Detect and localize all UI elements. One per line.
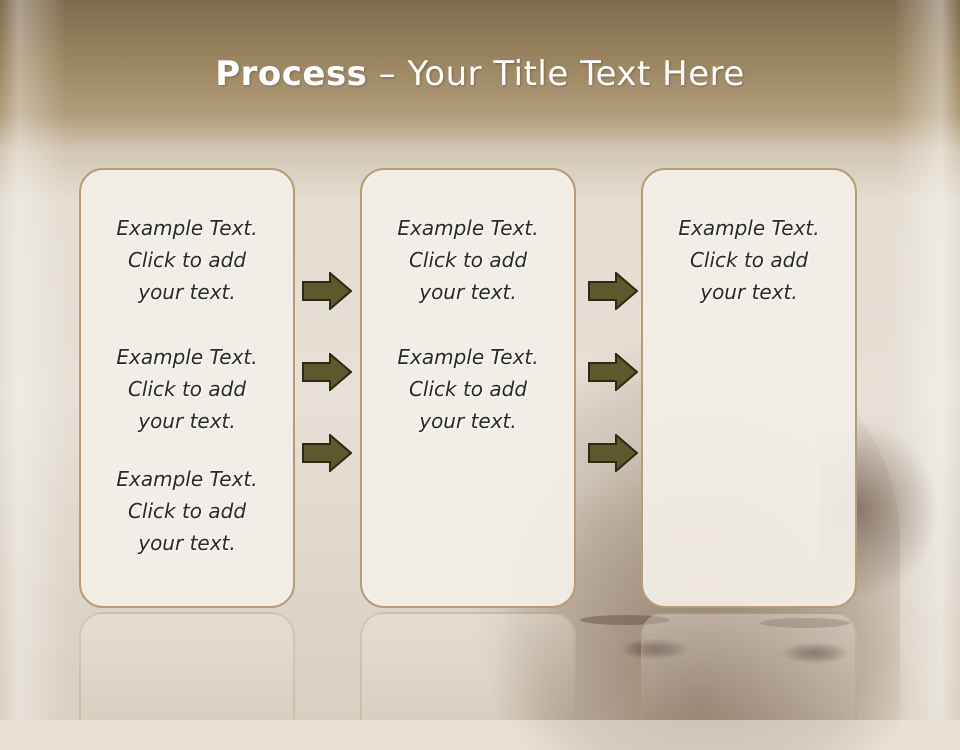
title-rest: – Your Title Text Here [367, 54, 745, 94]
placeholder-text[interactable]: Example Text. Click to add your text. [397, 216, 539, 304]
placeholder-text[interactable]: Example Text. Click to add your text. [116, 216, 258, 304]
placeholder-text[interactable]: Example Text. Click to add your text. [116, 467, 258, 555]
right-arrow-icon [302, 272, 352, 310]
background-brow-left [580, 615, 670, 625]
process-panel-1[interactable]: Example Text. Click to add your text. Ex… [79, 168, 295, 608]
slide-title[interactable]: Process – Your Title Text Here [0, 54, 960, 94]
right-arrow-icon [302, 353, 352, 391]
background-brow-right [760, 618, 850, 628]
process-panel-2[interactable]: Example Text. Click to add your text. Ex… [360, 168, 576, 608]
panel-reflection [641, 612, 857, 720]
right-arrow-icon [302, 434, 352, 472]
right-arrow-icon [588, 353, 638, 391]
process-panel-3[interactable]: Example Text. Click to add your text. [641, 168, 857, 608]
panel-reflection [360, 612, 576, 720]
placeholder-text[interactable]: Example Text. Click to add your text. [397, 345, 539, 433]
panel-reflection [79, 612, 295, 720]
placeholder-text[interactable]: Example Text. Click to add your text. [678, 216, 820, 304]
title-bold: Process [215, 54, 368, 94]
background-eye-right [780, 642, 850, 664]
placeholder-text[interactable]: Example Text. Click to add your text. [116, 345, 258, 433]
background-eye-left [620, 638, 690, 660]
right-arrow-icon [588, 272, 638, 310]
right-arrow-icon [588, 434, 638, 472]
